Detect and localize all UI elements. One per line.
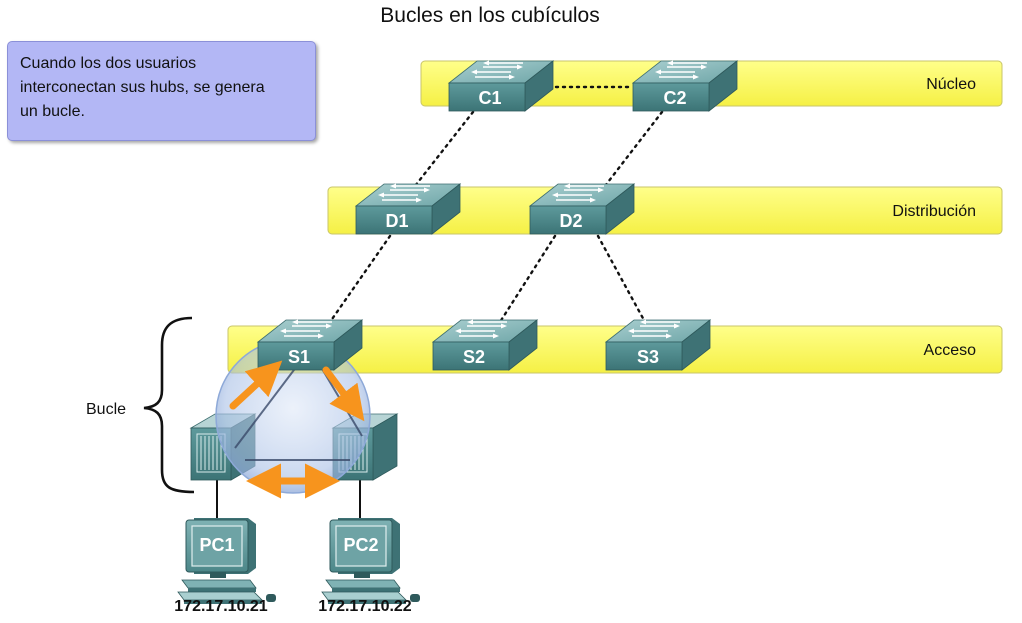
- pc2-ip: 172.17.10.22: [318, 598, 412, 615]
- diagram-title: Bucles en los cubículos: [380, 4, 600, 27]
- switch-d2-label: D2: [559, 211, 582, 231]
- switch-d1-label: D1: [385, 211, 408, 231]
- loop-line-left: [234, 361, 301, 449]
- link-c1-d1: [413, 110, 475, 188]
- link-d2-s3: [596, 234, 647, 324]
- loop-arrow-right: [322, 366, 365, 422]
- pc1[interactable]: [177, 517, 277, 605]
- access-layer-label: Acceso: [924, 342, 977, 359]
- switch-c2-label: C2: [663, 88, 686, 108]
- link-d1-s1: [328, 234, 392, 324]
- note-line-3: un bucle.: [20, 103, 85, 120]
- distribution-layer-label: Distribución: [892, 203, 976, 220]
- pc1-label: PC1: [199, 535, 234, 555]
- pc2-label: PC2: [343, 535, 378, 555]
- loop-brace: [143, 316, 195, 494]
- switch-c1-label: C1: [478, 88, 501, 108]
- link-c2-d2: [603, 110, 664, 188]
- note-line-2: interconectan sus hubs, se genera: [20, 79, 265, 96]
- switch-s1-label: S1: [288, 347, 310, 367]
- core-layer-label: Núcleo: [926, 76, 976, 93]
- switch-s2-label: S2: [463, 347, 485, 367]
- loop-label: Bucle: [86, 401, 126, 418]
- note-line-1: Cuando los dos usuarios: [20, 55, 197, 72]
- pc1-ip: 172.17.10.21: [174, 598, 268, 615]
- link-d2-s2: [498, 234, 557, 324]
- distribution-layer-band: [327, 186, 1003, 235]
- switch-s3-label: S3: [637, 347, 659, 367]
- loop-arrow-left: [229, 360, 283, 410]
- pc2[interactable]: [321, 517, 421, 605]
- info-note: Cuando los dos usuarios interconectan su…: [7, 41, 316, 141]
